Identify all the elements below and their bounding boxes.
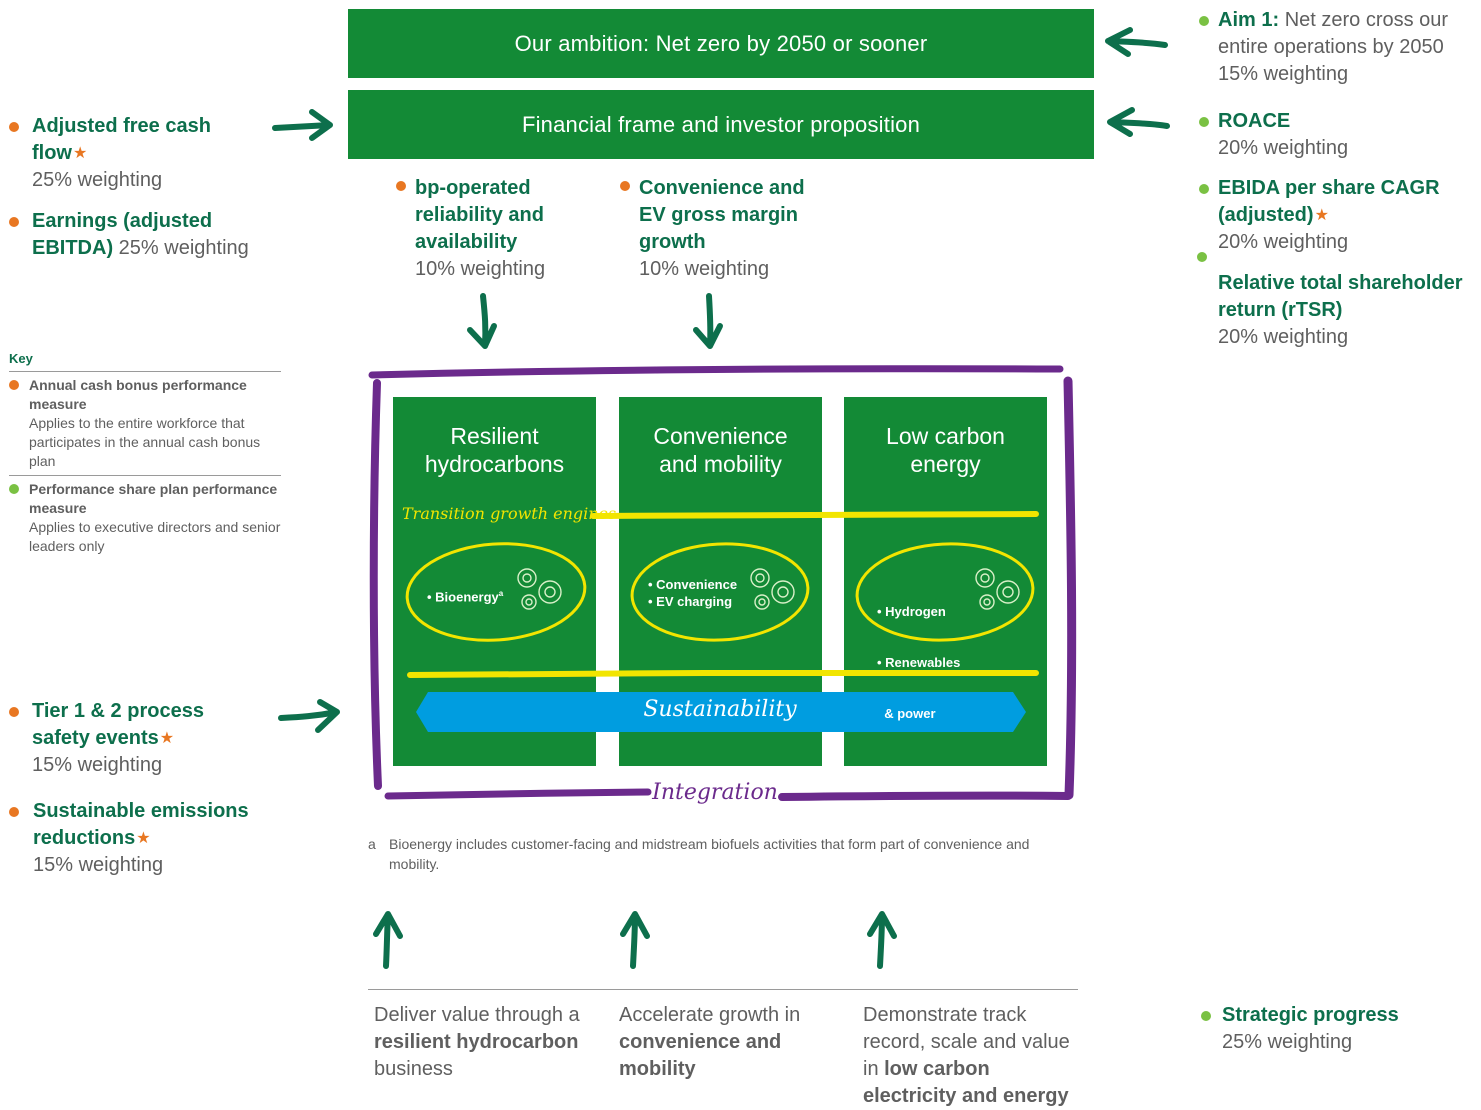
bottom-statement-resilient: Deliver value through a resilient hydroc… — [374, 1004, 580, 1080]
engine-list-resilient: • Bioenergya — [427, 589, 504, 605]
annual-bonus-dot — [9, 217, 19, 227]
measure-process-safety: Tier 1 & 2 process safety events★ 15% we… — [32, 700, 204, 776]
financial-frame-banner: Financial frame and investor proposition — [348, 90, 1094, 159]
footnote-marker: a — [368, 836, 376, 852]
annual-bonus-dot — [9, 807, 19, 817]
frame-left — [369, 379, 382, 790]
footnote: a Bioenergy includes customer-facing and… — [368, 834, 1048, 874]
ambition-text: Our ambition: Net zero by 2050 or sooner — [514, 30, 928, 56]
arrow-right-icon — [278, 699, 340, 733]
arrow-down-icon — [467, 293, 497, 349]
key-title: Key — [9, 351, 33, 366]
psp-dot — [1197, 252, 1207, 262]
annual-bonus-dot — [9, 707, 19, 717]
arrow-up-icon — [620, 911, 650, 969]
green-dot-icon — [9, 484, 19, 494]
measure-strategic-progress: Strategic progress 25% weighting — [1222, 1004, 1399, 1053]
annual-bonus-dot — [9, 122, 19, 132]
bottom-statement-convenience: Accelerate growth in convenience and mob… — [619, 1004, 801, 1080]
psp-dot — [1201, 1011, 1211, 1021]
bottom-statement-low-carbon: Demonstrate track record, scale and valu… — [863, 1004, 1070, 1107]
psp-dot — [1199, 16, 1209, 26]
frame-bottom-right — [778, 791, 1072, 801]
key-psp-desc: Applies to executive directors and senio… — [29, 519, 281, 554]
measure-aim-1: Aim 1: Net zero cross our entire operati… — [1218, 9, 1449, 85]
psp-dot — [1199, 184, 1209, 194]
psp-dot — [1199, 117, 1209, 127]
measure-reliability: bp-operated reliability and availability… — [415, 177, 546, 280]
footnote-text: Bioenergy includes customer-facing and m… — [389, 836, 1030, 872]
pillar-title: Convenience and mobility — [653, 423, 788, 477]
arrow-left-icon — [1107, 107, 1170, 137]
arrow-left-icon — [1105, 27, 1168, 57]
financial-frame-text: Financial frame and investor proposition — [521, 111, 921, 137]
key-annual-desc: Applies to the entire workforce that par… — [29, 415, 261, 469]
arrow-right-icon — [272, 109, 333, 141]
measure-rtsr: Relative total shareholder return (rTSR)… — [1218, 272, 1463, 348]
measure-adjusted-free-cash-flow: Adjusted free cash flow★ 25% weighting — [32, 115, 211, 191]
pillar-title: Low carbon energy — [886, 423, 1005, 477]
orange-dot-icon — [9, 380, 19, 390]
frame-bottom-left — [384, 788, 652, 800]
measure-ebida: EBIDA per share CAGR (adjusted)★ 20% wei… — [1218, 177, 1440, 253]
annual-bonus-dot — [396, 181, 406, 191]
pillar-title: Resilient hydrocarbons — [424, 423, 565, 477]
star-icon: ★ — [159, 730, 175, 747]
measure-convenience-margin: Convenience and EV gross margin growth 1… — [639, 177, 805, 280]
ambition-banner: Our ambition: Net zero by 2050 or sooner — [348, 9, 1094, 78]
bottom-divider — [368, 989, 1078, 990]
transition-label: Transition growth engines — [402, 504, 617, 523]
frame-right — [1063, 376, 1077, 800]
star-icon: ★ — [73, 145, 88, 162]
key-annual-title: Annual cash bonus performance measure — [29, 377, 247, 412]
key-psp-title: Performance share plan performance measu… — [29, 481, 278, 516]
measure-roace: ROACE 20% weighting — [1218, 110, 1349, 159]
star-icon: ★ — [1314, 207, 1329, 224]
measure-sustainable-emissions: Sustainable emissions reductions★ 15% we… — [33, 800, 249, 876]
sustainability-label: Sustainability — [643, 697, 797, 722]
frame-top — [368, 365, 1064, 379]
engine-list-low-carbon: • Hydrogen • Renewables & power — [877, 604, 961, 721]
arrow-up-icon — [867, 911, 897, 969]
star-icon: ★ — [136, 830, 151, 847]
key-legend: Key Annual cash bonus performance measur… — [9, 350, 281, 556]
measure-earnings: Earnings (adjusted EBITDA) 25% weighting — [32, 210, 249, 259]
integration-label: Integration — [652, 780, 778, 805]
arrow-down-icon — [693, 293, 723, 349]
engine-list-convenience: • Convenience • EV charging — [648, 577, 738, 609]
annual-bonus-dot — [620, 181, 630, 191]
arrow-up-icon — [373, 911, 403, 969]
